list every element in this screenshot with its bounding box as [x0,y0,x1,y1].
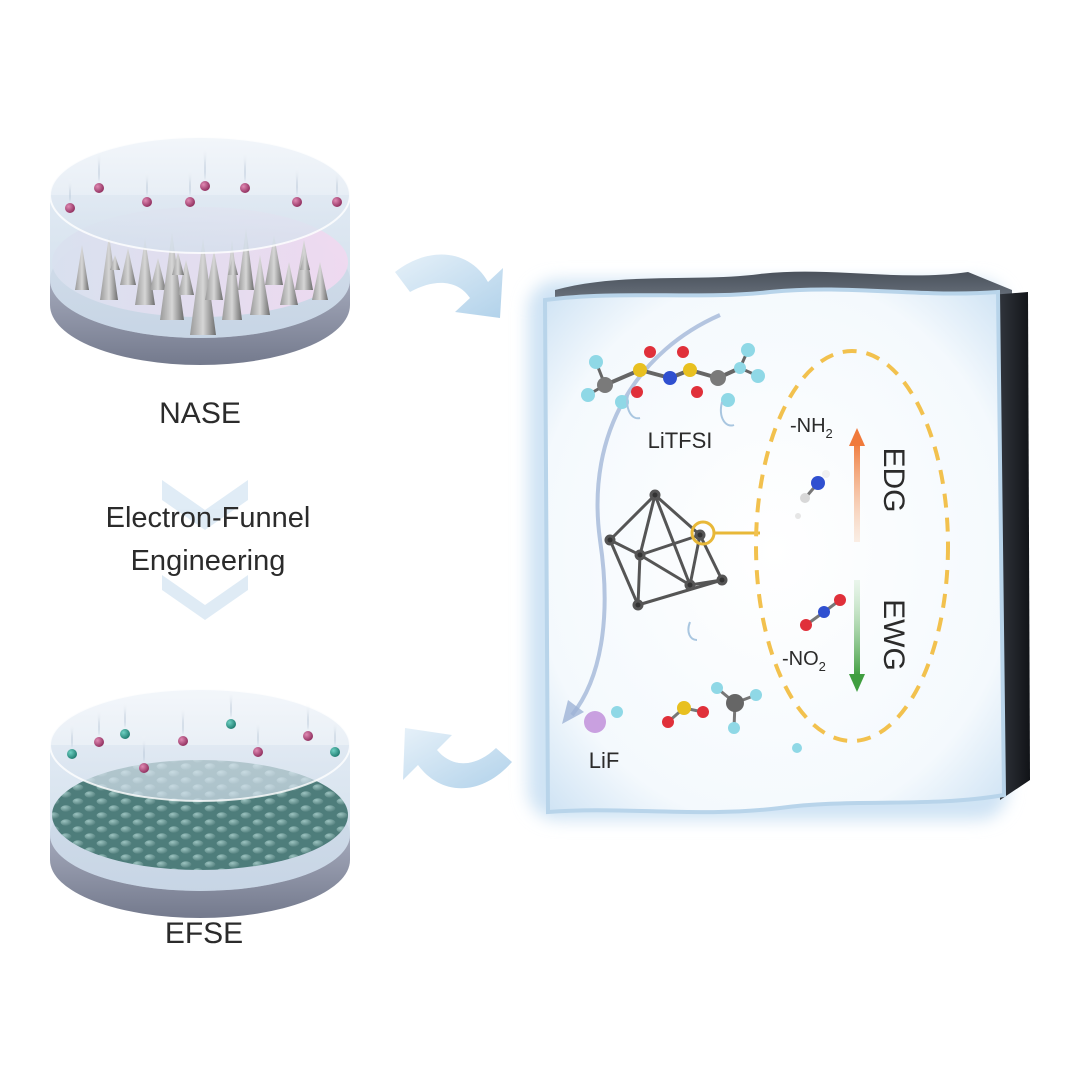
litfsi-label: LiTFSI [648,428,713,453]
efse-label: EFSE [165,917,243,950]
curved-arrow-icon [395,254,503,318]
lif-molecule [584,706,623,733]
cf3-fragment [711,682,762,734]
nh2-label: -NH2 [790,415,833,441]
nase-label: NASE [159,397,241,430]
nase-top [50,137,350,253]
sulfonyl-fragment [662,701,709,728]
trajectory-arrow [570,313,721,717]
process-label-line1: Electron-Funnel [106,502,311,534]
nase-dendrites [75,228,328,335]
nase-cylinder [49,136,351,365]
interphase-block [528,271,1030,820]
fluorine-atom [792,743,802,753]
lif-label: LiF [589,748,620,773]
edg-label: EDG [877,447,910,512]
functional-group-ellipse [754,349,950,743]
litfsi-molecule [581,343,765,427]
efse-ions [67,690,340,773]
efse-cylinder [49,688,351,918]
ewg-label: EWG [877,599,910,671]
edg-arrow [854,442,860,542]
process-label-line2: Engineering [131,545,286,577]
block-face [542,287,1007,815]
nase-li-ions [65,145,342,213]
curved-arrow-icon [403,728,512,789]
chevron-down-icon [162,480,248,620]
no2-molecule [800,594,846,631]
ewg-arrow [854,580,860,676]
no2-label: -NO2 [782,648,826,674]
nh2-molecule [795,470,830,519]
